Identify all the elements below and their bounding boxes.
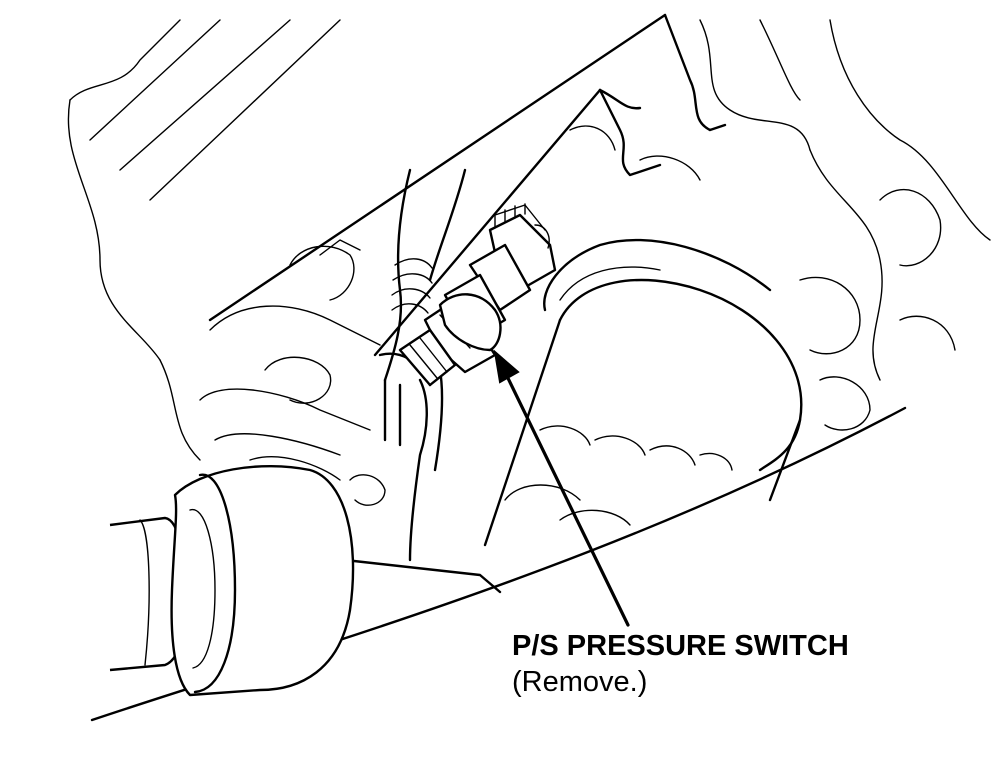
pressure-switch bbox=[398, 203, 557, 387]
subframe-outline bbox=[208, 13, 727, 357]
callout-note: (Remove.) bbox=[512, 666, 648, 698]
cylindrical-housing bbox=[483, 238, 803, 547]
callout-title: P/S PRESSURE SWITCH bbox=[512, 630, 849, 662]
power-steering-hose bbox=[378, 168, 467, 562]
engine-block-background bbox=[67, 19, 386, 506]
arrowhead-icon bbox=[493, 349, 520, 384]
callout-leader bbox=[493, 349, 630, 627]
engine-right-background bbox=[569, 19, 991, 431]
suspension-bushing bbox=[109, 465, 355, 697]
